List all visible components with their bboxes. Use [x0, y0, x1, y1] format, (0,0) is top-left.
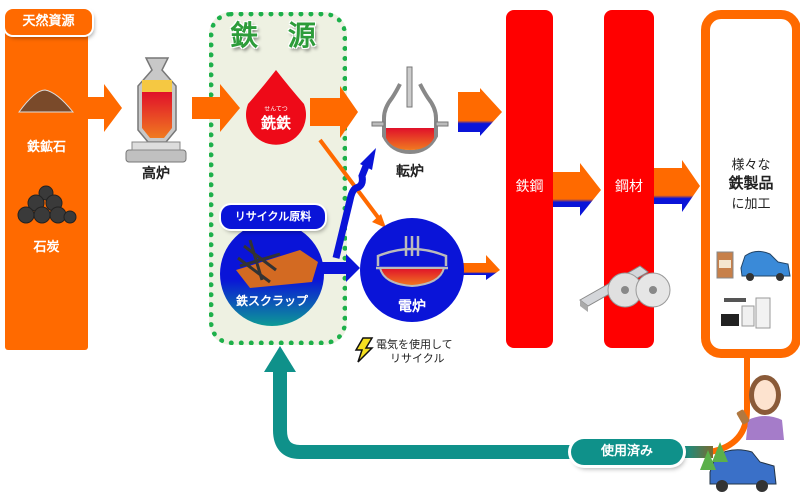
products-line1: 様々な [731, 158, 771, 173]
steel-beam-coil-icon [579, 265, 671, 312]
converter-label: 転炉 [396, 164, 424, 180]
arrow-material-to-products [654, 160, 700, 212]
car-icon [740, 250, 791, 281]
arrow-electric-to-steel [462, 255, 500, 280]
return-arrow [273, 370, 571, 459]
blast-furnace-icon [125, 57, 187, 163]
natural-resources-badge: 天然資源 [5, 9, 92, 35]
products-line2: 鉄製品 [728, 174, 774, 192]
electric-note-line1: 電気を使用して [376, 338, 453, 351]
products-line3: に加工 [731, 197, 771, 212]
arrow-scrap-to-electric [322, 254, 360, 282]
steel-label: 鉄鋼 [515, 179, 544, 195]
steel-column [506, 10, 553, 348]
iron-source-title: 鉄 源 [230, 19, 326, 52]
pig-iron-ruby: せんてつ [264, 106, 288, 113]
used-badge: 使用済み [571, 439, 683, 465]
coal-label: 石炭 [33, 240, 60, 255]
can-icon [716, 251, 734, 279]
coal-pile-icon [14, 183, 78, 227]
products-box [701, 10, 800, 358]
lightning-icon [354, 337, 374, 363]
arrow-steel-to-material [553, 163, 601, 216]
recycle-material-badge: リサイクル原料 [221, 205, 325, 229]
arrow-scrap-to-converter [332, 164, 370, 259]
arrow-pig-iron-to-converter [310, 86, 358, 138]
appliances-icon [721, 297, 771, 329]
scrap-label: 鉄スクラップ [235, 294, 308, 308]
iron-ore-label: 鉄鉱石 [26, 140, 66, 155]
natural-resources-column [5, 18, 88, 350]
electric-furnace-label: 電炉 [398, 299, 426, 315]
scrap-icon [236, 239, 318, 288]
woman-drinking-icon [736, 375, 784, 440]
iron-ore-pile-icon [15, 84, 77, 116]
family-car-icon [700, 442, 777, 492]
arrow-converter-to-steel [458, 88, 502, 136]
products-to-used-connector [709, 357, 750, 455]
arrow-resources-to-furnace [88, 84, 122, 132]
converter-furnace-icon [371, 66, 449, 155]
steel-material-label: 鋼材 [615, 179, 643, 195]
blast-furnace-label: 高炉 [142, 166, 170, 182]
arrow-pig-iron-to-electric [318, 138, 382, 222]
arrow-furnace-to-pig-iron [192, 84, 240, 132]
electric-note-line2: リサイクル [390, 352, 445, 365]
pig-iron-drop [246, 70, 306, 145]
pig-iron-label: 銑鉄 [260, 114, 291, 132]
